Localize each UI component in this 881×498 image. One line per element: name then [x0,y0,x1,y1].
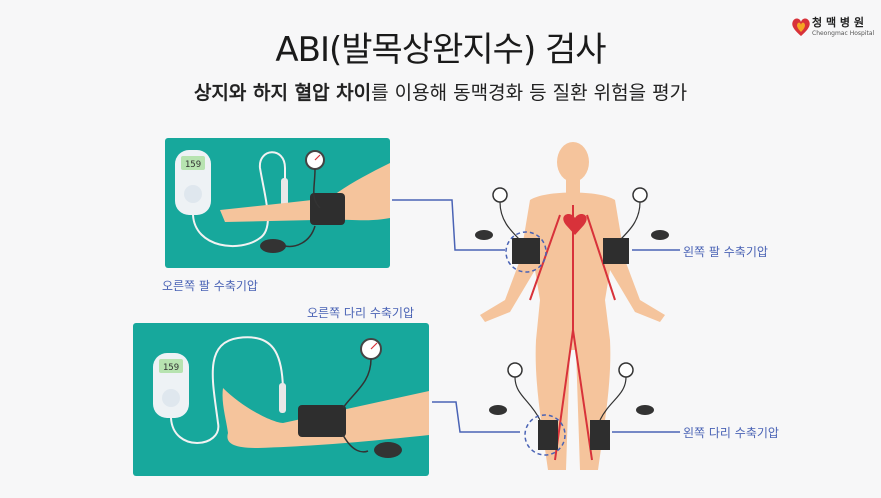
left-leg-device-icon [590,362,654,450]
label-left-leg: 왼쪽 다리 수축기압 [683,426,779,440]
doppler-device-icon: 159 [175,150,211,215]
bulb-icon [374,442,402,458]
right-arm-device-icon [475,187,540,264]
label-right-leg: 오른쪽 다리 수축기압 [307,306,414,320]
heart-icon [563,214,587,235]
right-leg-device-icon [489,362,558,450]
arm-cuff-icon [310,193,345,225]
leg-cuff-icon [298,405,346,437]
label-right-arm: 오른쪽 팔 수축기압 [162,279,258,293]
left-arm-device-icon [603,187,669,264]
subtitle-emphasis: 상지와 하지 혈압 차이 [193,82,372,104]
logo-name: 청 맥 병 원 [812,16,864,29]
label-left-arm: 왼쪽 팔 수축기압 [683,245,768,259]
gauge-icon [305,150,325,170]
arm-measurement-panel: 159 [165,138,390,268]
page-subtitle: 상지와 하지 혈압 차이를 이용해 동맥경화 등 질환 위험을 평가 [0,78,881,105]
subtitle-rest: 를 이용해 동맥경화 등 질환 위험을 평가 [371,82,688,104]
connector-lines [392,199,680,456]
hospital-logo: 청 맥 병 원 Cheongmac Hospital [790,14,874,48]
device-readout-2: 159 [163,363,179,373]
leg-measurement-panel: 159 [133,323,429,476]
doppler-device-icon: 159 [153,353,189,418]
logo-subtitle: Cheongmac Hospital [812,30,875,37]
page-title: ABI(발목상완지수) 검사 [275,30,606,70]
bulb-icon [260,239,286,253]
logo-heart-icon [792,18,810,36]
device-readout: 159 [185,160,201,170]
